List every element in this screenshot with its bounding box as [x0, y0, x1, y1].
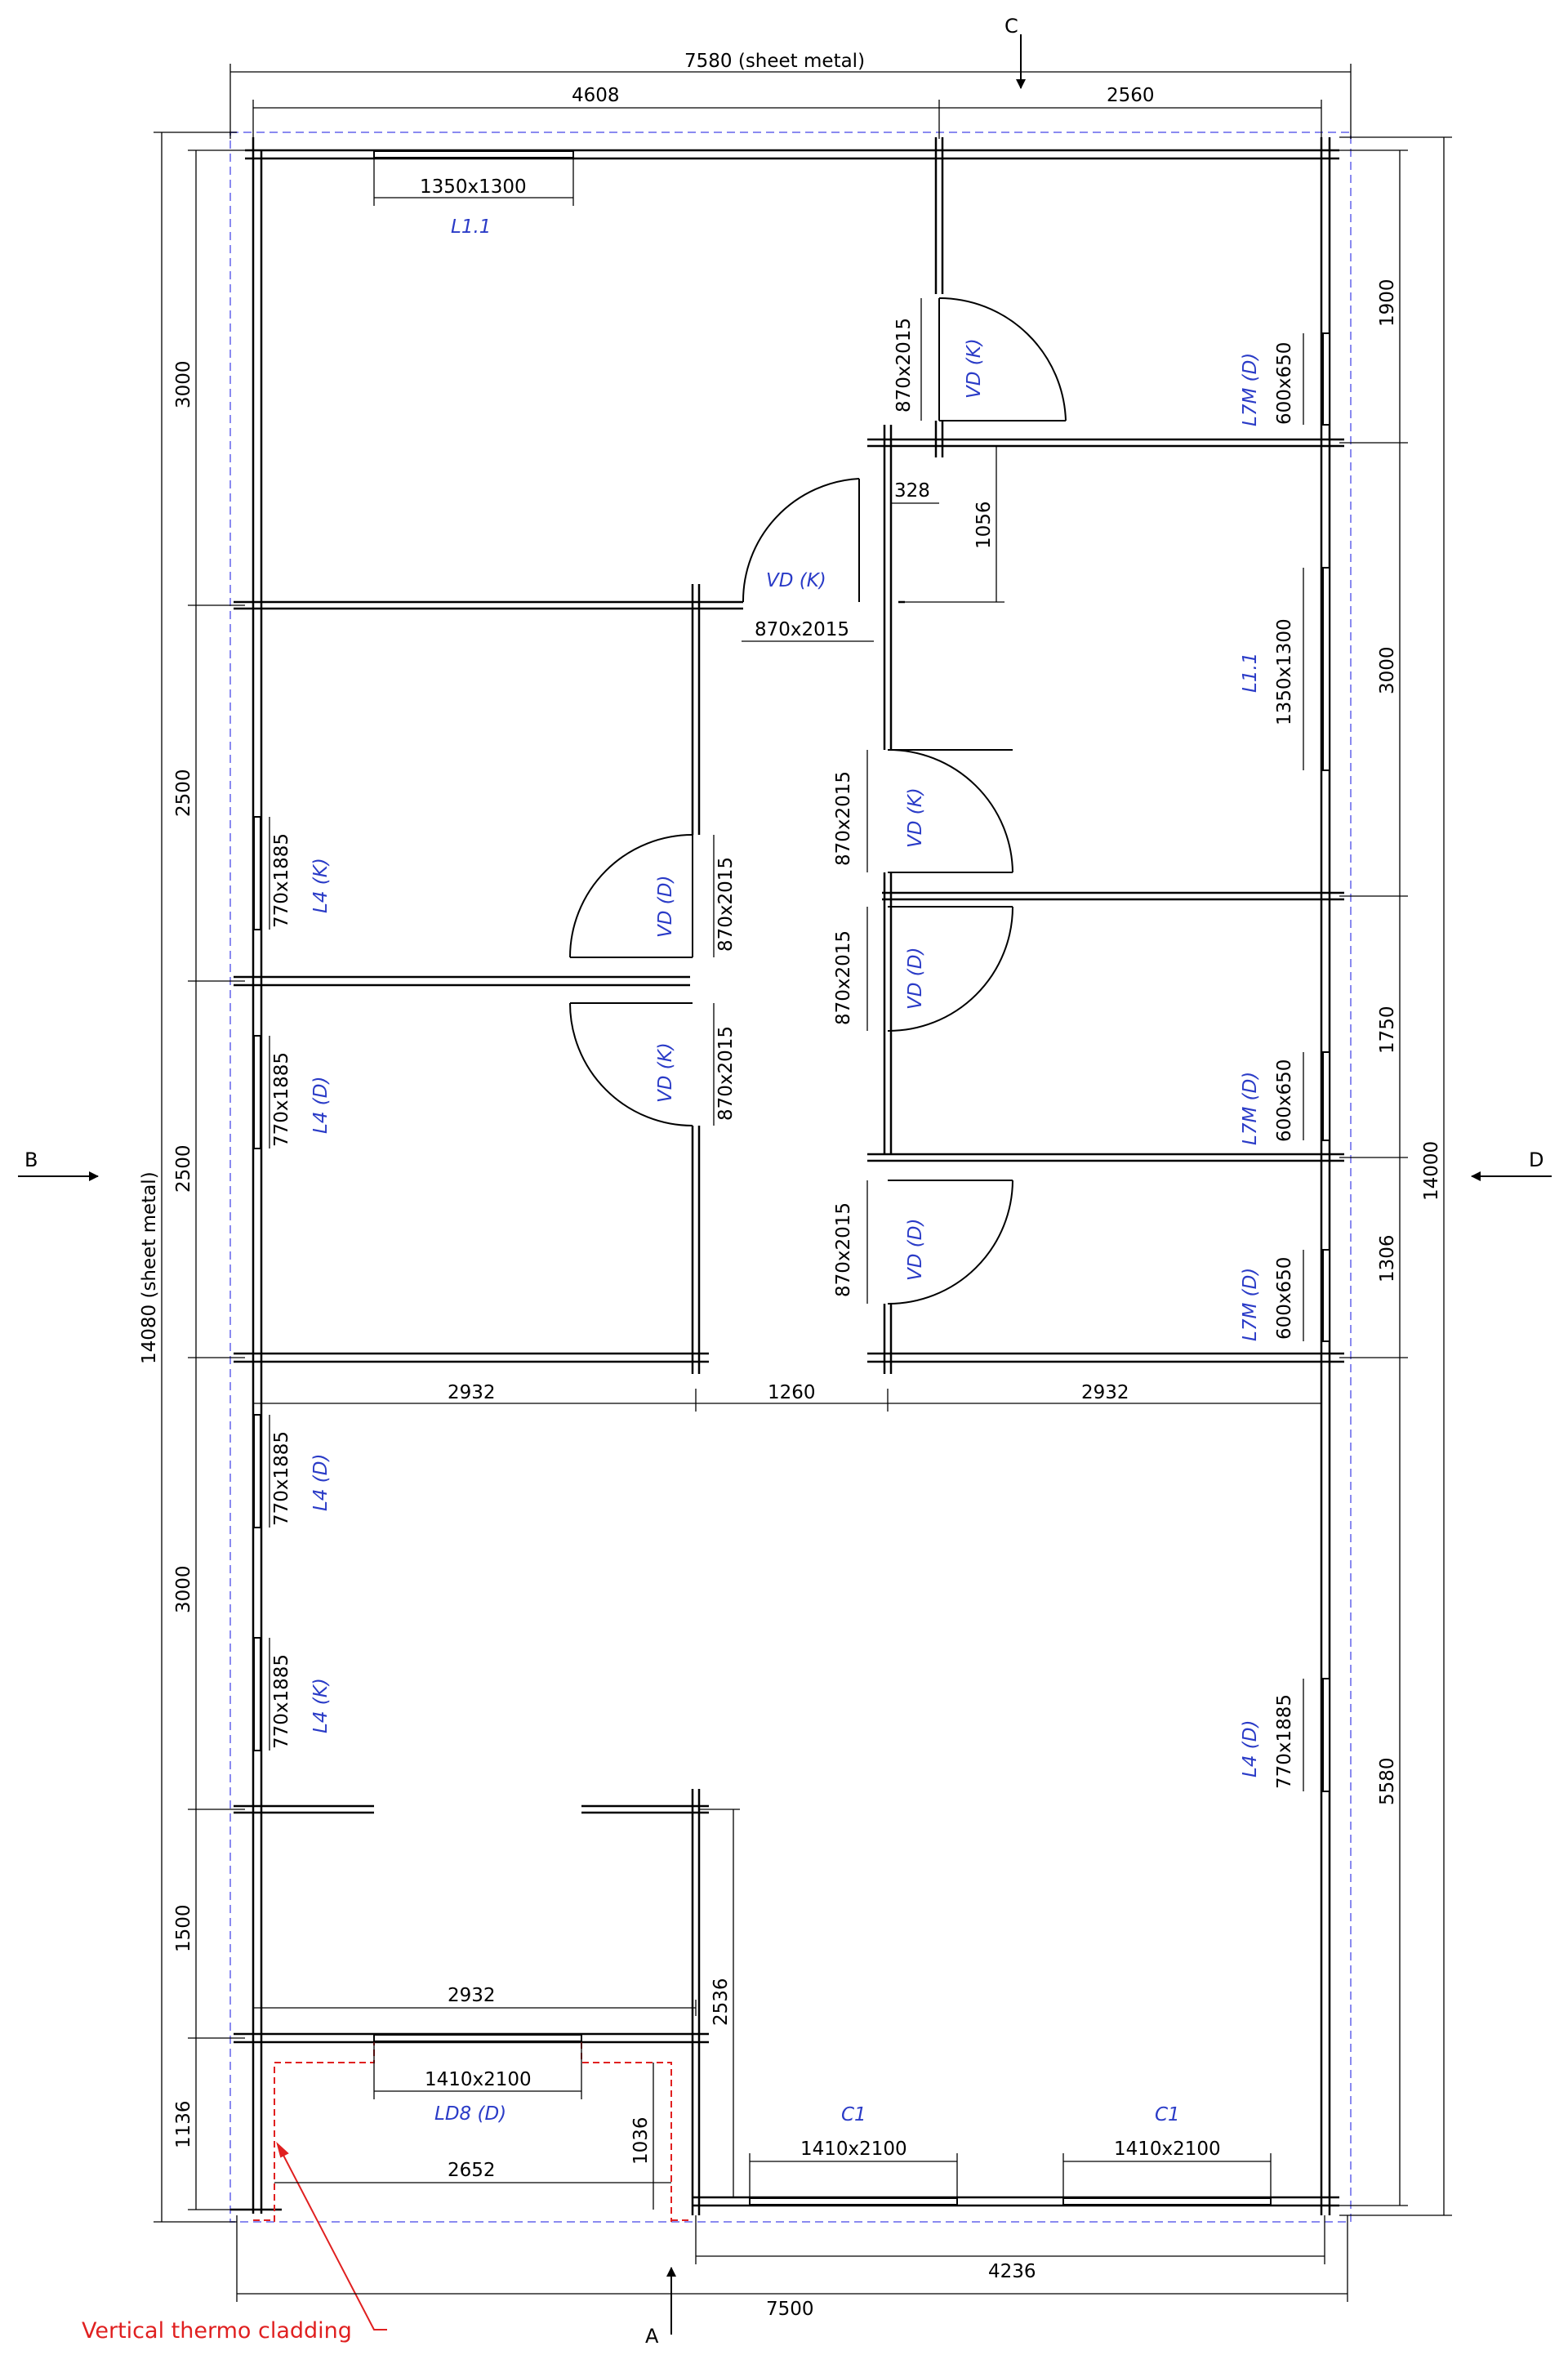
- dim-bottom-overall: 7500: [766, 2299, 814, 2320]
- window-l4-1-size: 770x1885: [271, 833, 292, 928]
- door-3-label: VD (K): [905, 787, 926, 848]
- dim-right-3: 1750: [1377, 1006, 1398, 1054]
- dim-top-right: 2560: [1107, 85, 1155, 106]
- window-l4-4-size: 770x1885: [271, 1654, 292, 1749]
- window-labels: 600x650 L7M (D) 1350x1300 L1.1 600x650 L…: [271, 342, 1295, 2160]
- interior-walls: [234, 137, 1344, 2215]
- dimension-lines: [154, 64, 1452, 2302]
- door-7-label: VD (K): [655, 1042, 676, 1103]
- section-a-label: A: [645, 2325, 659, 2348]
- door-7-size: 870x2015: [715, 1026, 737, 1121]
- dim-left-6: 1136: [173, 2100, 194, 2148]
- window-l7m-1-size: 600x650: [1274, 342, 1295, 425]
- dim-span-mid: 1260: [768, 1382, 816, 1403]
- dim-entry-depth: 1036: [630, 2116, 652, 2165]
- dim-left-1: 3000: [173, 360, 194, 408]
- door-6-size: 870x2015: [715, 857, 737, 952]
- window-l4-4-label: L4 (K): [310, 1678, 332, 1733]
- window-l7m-3-size: 600x650: [1274, 1257, 1295, 1340]
- door-1-size: 870x2015: [893, 318, 915, 413]
- window-l4-1-label: L4 (K): [310, 858, 332, 913]
- window-openings: [253, 150, 1330, 2206]
- window-l4-2-label: L4 (D): [310, 1077, 332, 1134]
- window-l11-right-label: L1.1: [1240, 653, 1261, 693]
- door-2-label: VD (K): [766, 570, 826, 591]
- window-l7m-1-label: L7M (D): [1240, 353, 1261, 426]
- window-ld8-label: LD8 (D): [434, 2103, 506, 2125]
- dim-top-overall: 7580 (sheet metal): [684, 51, 865, 72]
- door-6-label: VD (D): [655, 876, 676, 938]
- dim-right-5: 5580: [1377, 1757, 1398, 1805]
- dim-wall-2536: 2536: [710, 1978, 732, 2026]
- window-l4-3-label: L4 (D): [310, 1454, 332, 1511]
- section-d-label: D: [1529, 1149, 1544, 1171]
- dim-left-4: 3000: [173, 1565, 194, 1613]
- window-l4-2-size: 770x1885: [271, 1052, 292, 1147]
- dim-gap-328: 328: [894, 480, 930, 502]
- window-l4-3-size: 770x1885: [271, 1431, 292, 1526]
- section-c-label: C: [1004, 15, 1018, 38]
- window-l7m-2-label: L7M (D): [1240, 1072, 1261, 1145]
- door-swings: [569, 297, 1067, 1305]
- window-l4-right-size: 770x1885: [1274, 1694, 1295, 1789]
- window-c1b-label: C1: [1155, 2104, 1180, 2125]
- window-l4-right-label: L4 (D): [1240, 1720, 1261, 1777]
- window-c1a-label: C1: [841, 2104, 866, 2125]
- exterior-walls: [230, 137, 1339, 2215]
- cladding-leader: [276, 2141, 387, 2330]
- dim-left-overall: 14080 (sheet metal): [139, 1171, 160, 1364]
- door-5-label: VD (D): [905, 1219, 926, 1281]
- dim-span-right: 2932: [1081, 1382, 1129, 1403]
- dim-right-4: 1306: [1377, 1234, 1398, 1282]
- window-c1b-size: 1410x2100: [1114, 2139, 1221, 2160]
- window-ld8-size: 1410x2100: [425, 2069, 532, 2090]
- section-labels: C A B D: [24, 15, 1544, 2348]
- door-4-label: VD (D): [905, 948, 926, 1010]
- dim-gap-1056: 1056: [973, 501, 995, 549]
- door-4-size: 870x2015: [833, 930, 854, 1025]
- section-b-label: B: [24, 1149, 38, 1171]
- door-1-label: VD (K): [964, 338, 985, 399]
- section-markers: [18, 34, 1552, 2335]
- door-labels: 870x2015 VD (K) VD (K) 870x2015 870x2015…: [655, 318, 985, 1297]
- dimension-texts: 7580 (sheet metal) 4608 2560 1350x1300 L…: [139, 51, 1442, 2320]
- dim-span-left: 2932: [448, 1382, 496, 1403]
- dim-right-1: 1900: [1377, 279, 1398, 327]
- door-5-size: 870x2015: [833, 1202, 854, 1297]
- dim-top-window: 1350x1300: [420, 176, 527, 198]
- dim-left-2: 2500: [173, 769, 194, 817]
- window-l7m-2-size: 600x650: [1274, 1059, 1295, 1142]
- dim-left-5: 1500: [173, 1904, 194, 1952]
- dim-top-left: 4608: [572, 85, 620, 106]
- label-top-window: L1.1: [451, 216, 491, 238]
- dim-entry-span: 2652: [448, 2160, 496, 2181]
- dim-left-3: 2500: [173, 1144, 194, 1193]
- window-l7m-3-label: L7M (D): [1240, 1268, 1261, 1341]
- dim-lower-span: 2932: [448, 1985, 496, 2006]
- door-3-size: 870x2015: [833, 771, 854, 866]
- door-2-size: 870x2015: [755, 619, 849, 640]
- dim-right-2: 3000: [1377, 646, 1398, 694]
- sheet-metal-outline: [229, 132, 1352, 2223]
- window-l11-right-size: 1350x1300: [1274, 618, 1295, 725]
- dim-right-overall: 14000: [1421, 1141, 1442, 1201]
- thermo-cladding-note: Vertical thermo cladding: [82, 2318, 352, 2344]
- window-c1a-size: 1410x2100: [800, 2139, 907, 2160]
- dim-bottom-right: 4236: [988, 2261, 1036, 2282]
